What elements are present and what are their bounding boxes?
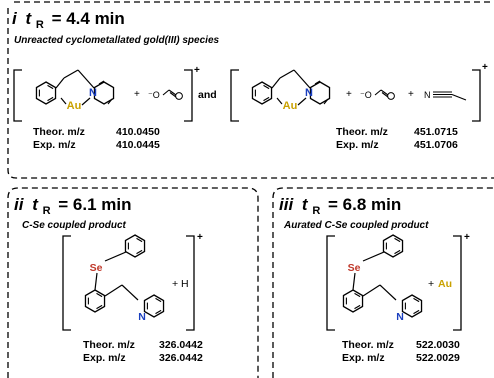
gold-atom-label: Au bbox=[67, 100, 82, 112]
exp-value: 451.0706 bbox=[414, 139, 458, 151]
bracket-open bbox=[326, 235, 335, 331]
panel1-tr-sub: R bbox=[36, 19, 44, 31]
charge-plus: + bbox=[194, 65, 200, 76]
charge-plus: + bbox=[197, 232, 203, 243]
panel3-tr-sub: R bbox=[312, 205, 320, 217]
panel2-title: ii t R = 6.1 min bbox=[14, 195, 132, 218]
panel-aurated-cse-product: iii t R = 6.8 min Aurated C-Se coupled p… bbox=[272, 187, 494, 378]
panel3-title: iii t R = 6.8 min bbox=[279, 195, 401, 218]
nitrogen-atom-label: N bbox=[138, 311, 146, 323]
adduct-plus: + bbox=[428, 278, 434, 290]
theor-label: Theor. m/z bbox=[336, 126, 388, 138]
cyclometallated-ligand-right: Au N bbox=[251, 69, 331, 112]
panel-unreacted-species: i t R = 4.4 min Unreacted cyclometallate… bbox=[7, 1, 494, 179]
nitrogen-atom-label: N bbox=[396, 311, 404, 323]
bracket-close bbox=[453, 235, 462, 331]
bracket-left-open bbox=[13, 69, 22, 122]
acetonitrile: N bbox=[424, 90, 467, 101]
bracket-close bbox=[186, 235, 195, 331]
cyclometallated-ligand-left: Au N bbox=[35, 69, 115, 112]
bracket-left-close bbox=[184, 69, 193, 122]
adduct-label: + H bbox=[172, 278, 189, 290]
formate-oxygen-label: ⁻O bbox=[148, 90, 160, 100]
bracket-right-close bbox=[472, 69, 481, 122]
panel3-subtitle: Aurated C-Se coupled product bbox=[283, 220, 429, 231]
exp-label: Exp. m/z bbox=[33, 139, 76, 151]
adduct-gold-label: Au bbox=[438, 278, 452, 290]
aurated-cse-structure: Se N bbox=[342, 234, 423, 323]
panel1-roman: i bbox=[12, 9, 18, 28]
plus-sign: + bbox=[408, 89, 414, 100]
panel2-roman: ii bbox=[14, 195, 25, 214]
exp-label: Exp. m/z bbox=[336, 139, 379, 151]
panel3-tr-label: t bbox=[302, 195, 309, 214]
exp-value: 522.0029 bbox=[416, 352, 460, 364]
bracket-open bbox=[62, 235, 71, 331]
theor-value: 410.0450 bbox=[116, 126, 160, 138]
plus-sign: + bbox=[134, 89, 140, 100]
panel3-roman: iii bbox=[279, 195, 294, 214]
complex-right: Au N + ⁻O + N + Theor. m/z 451.0 bbox=[230, 62, 488, 151]
panel2-subtitle: C-Se coupled product bbox=[22, 220, 127, 231]
selenium-atom-label: Se bbox=[90, 262, 103, 274]
complex-left: Au N + ⁻O + and Theor. m/z 410.0450 Exp.… bbox=[13, 65, 217, 151]
panel1-tr-value: = 4.4 min bbox=[52, 9, 125, 28]
nitrile-nitrogen-label: N bbox=[424, 90, 431, 100]
formate-ion-left: ⁻O bbox=[148, 89, 183, 100]
charge-plus: + bbox=[482, 62, 488, 73]
panel1-tr-label: t bbox=[25, 9, 32, 28]
selenium-atom-label: Se bbox=[348, 262, 361, 274]
panel3-dashed-border bbox=[272, 187, 494, 378]
plus-sign: + bbox=[346, 89, 352, 100]
exp-label: Exp. m/z bbox=[83, 352, 126, 364]
gold-atom-label: Au bbox=[283, 100, 298, 112]
panel1-title: i t R = 4.4 min bbox=[12, 9, 125, 32]
charge-plus: + bbox=[464, 232, 470, 243]
exp-value: 326.0442 bbox=[159, 352, 203, 364]
theor-value: 326.0442 bbox=[159, 339, 203, 351]
panel3-tr-value: = 6.8 min bbox=[328, 195, 401, 214]
panel2-tr-sub: R bbox=[43, 205, 51, 217]
panel1-subtitle: Unreacted cyclometallated gold(III) spec… bbox=[14, 35, 220, 46]
nitrogen-atom-label: N bbox=[305, 87, 313, 99]
cse-coupled-structure: Se N bbox=[84, 234, 165, 323]
formate-ion-right: ⁻O bbox=[360, 89, 395, 100]
svg-text:Theor. m/z: Theor. m/z bbox=[33, 126, 85, 138]
nitrogen-atom-label: N bbox=[89, 87, 97, 99]
and-label: and bbox=[198, 89, 217, 101]
panel-cse-coupled-product: ii t R = 6.1 min C-Se coupled product Se… bbox=[7, 187, 259, 378]
exp-label: Exp. m/z bbox=[342, 352, 385, 364]
panel1-dashed-border bbox=[7, 1, 494, 179]
theor-value: 522.0030 bbox=[416, 339, 460, 351]
formate-oxygen-label: ⁻O bbox=[360, 90, 372, 100]
theor-label: Theor. m/z bbox=[33, 126, 85, 138]
theor-label: Theor. m/z bbox=[342, 339, 394, 351]
theor-value: 451.0715 bbox=[414, 126, 458, 138]
exp-value: 410.0445 bbox=[116, 139, 160, 151]
bracket-right-open bbox=[230, 69, 239, 122]
panel2-tr-value: = 6.1 min bbox=[58, 195, 131, 214]
theor-label: Theor. m/z bbox=[83, 339, 135, 351]
panel2-tr-label: t bbox=[32, 195, 39, 214]
panel2-dashed-border bbox=[7, 187, 259, 378]
